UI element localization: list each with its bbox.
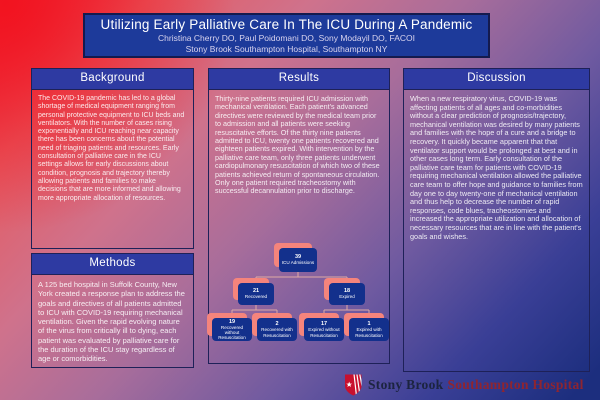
flow-node-recovered: 21 Recovered [238, 283, 274, 305]
section-methods: Methods A 125 bed hospital in Suffolk Co… [31, 253, 194, 368]
discussion-heading: Discussion [404, 69, 589, 90]
flow-node-value: 2 [275, 321, 279, 328]
flow-node-value: 21 [252, 288, 260, 295]
methods-body-text: A 125 bed hospital in Suffolk County, Ne… [38, 280, 185, 364]
flow-node-recovered-with-resuscitation: 2 Recovered with Resuscitation [257, 318, 297, 341]
section-discussion: Discussion When a new respiratory virus,… [403, 68, 590, 372]
results-heading: Results [209, 69, 389, 90]
flow-node-label: ICU Admissions [281, 260, 315, 266]
flow-node-value: 17 [320, 321, 328, 328]
flow-node-label: Expired with Resuscitation [355, 327, 383, 338]
logo-brand-name: Stony Brook [368, 377, 444, 392]
title-banner: Utilizing Early Palliative Care In The I… [83, 13, 490, 58]
flow-node-label: Recovered with Resuscitation [261, 327, 293, 338]
stony-brook-shield-icon [345, 374, 362, 396]
methods-heading: Methods [32, 254, 193, 275]
flow-node-expired: 18 Expired [329, 283, 365, 305]
flow-node-label: Expired [339, 294, 355, 300]
background-heading: Background [32, 69, 193, 90]
discussion-body-text: When a new respiratory virus, COVID-19 w… [410, 94, 583, 241]
flow-node-value: 18 [343, 288, 351, 295]
poster-authors: Christina Cherry DO, Paul Poidomani DO, … [158, 33, 415, 43]
logo-brand-suffix: Southampton Hospital [447, 377, 584, 392]
background-body-text: The COVID-19 pandemic has led to a globa… [38, 95, 185, 202]
section-results: Results Thirty-nine patients required IC… [208, 68, 390, 364]
results-body-text: Thirty-nine patients required ICU admiss… [215, 94, 380, 196]
flow-node-expired-without-resuscitation: 17 Expired without Resuscitation [304, 318, 344, 341]
poster-affiliation: Stony Brook Southampton Hospital, Southa… [185, 44, 388, 54]
flow-node-value: 19 [228, 318, 236, 325]
flow-node-expired-with-resuscitation: 1 Expired with Resuscitation [349, 318, 389, 341]
flow-node-value: 39 [294, 254, 302, 261]
flow-node-recovered-without-resuscitation: 19 Recovered without Resuscitation [212, 318, 252, 341]
flow-node-label: Recovered [244, 294, 268, 300]
flow-node-icu-admissions: 39 ICU Admissions [279, 248, 317, 272]
flow-node-label: Recovered without Resuscitation [218, 324, 246, 341]
flow-node-value: 1 [367, 321, 371, 328]
section-background: Background The COVID-19 pandemic has led… [31, 68, 194, 249]
poster-title: Utilizing Early Palliative Care In The I… [100, 17, 473, 32]
flow-node-label: Expired without Resuscitation [308, 327, 340, 338]
